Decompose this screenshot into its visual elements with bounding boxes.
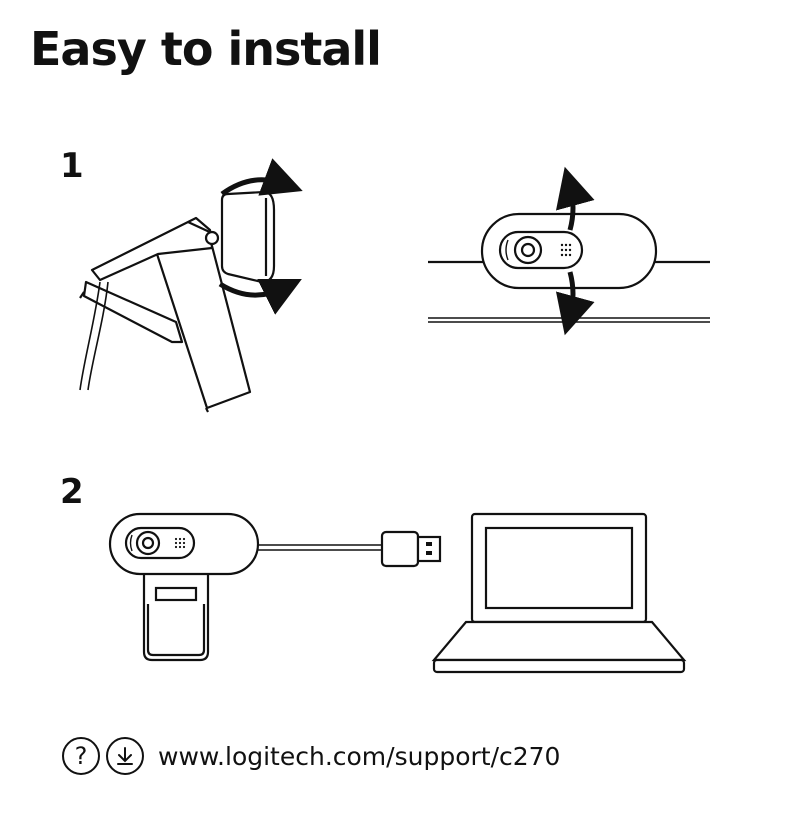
download-arrow-glyph	[117, 747, 133, 765]
step-2-number: 2	[60, 472, 84, 512]
webcam-front-on-monitor	[428, 166, 710, 336]
usb-cable	[258, 530, 442, 568]
step-1-number: 1	[60, 146, 84, 186]
support-footer: ? www.logitech.com/support/c270	[62, 734, 560, 778]
webcam-clip-side-view	[79, 158, 303, 413]
laptop	[431, 512, 687, 674]
question-mark-icon: ?	[62, 737, 100, 775]
webcam-with-stand	[108, 512, 260, 662]
page-title: Easy to install	[30, 22, 382, 76]
support-url[interactable]: www.logitech.com/support/c270	[158, 741, 561, 771]
question-mark-glyph: ?	[74, 742, 88, 770]
download-icon	[106, 737, 144, 775]
